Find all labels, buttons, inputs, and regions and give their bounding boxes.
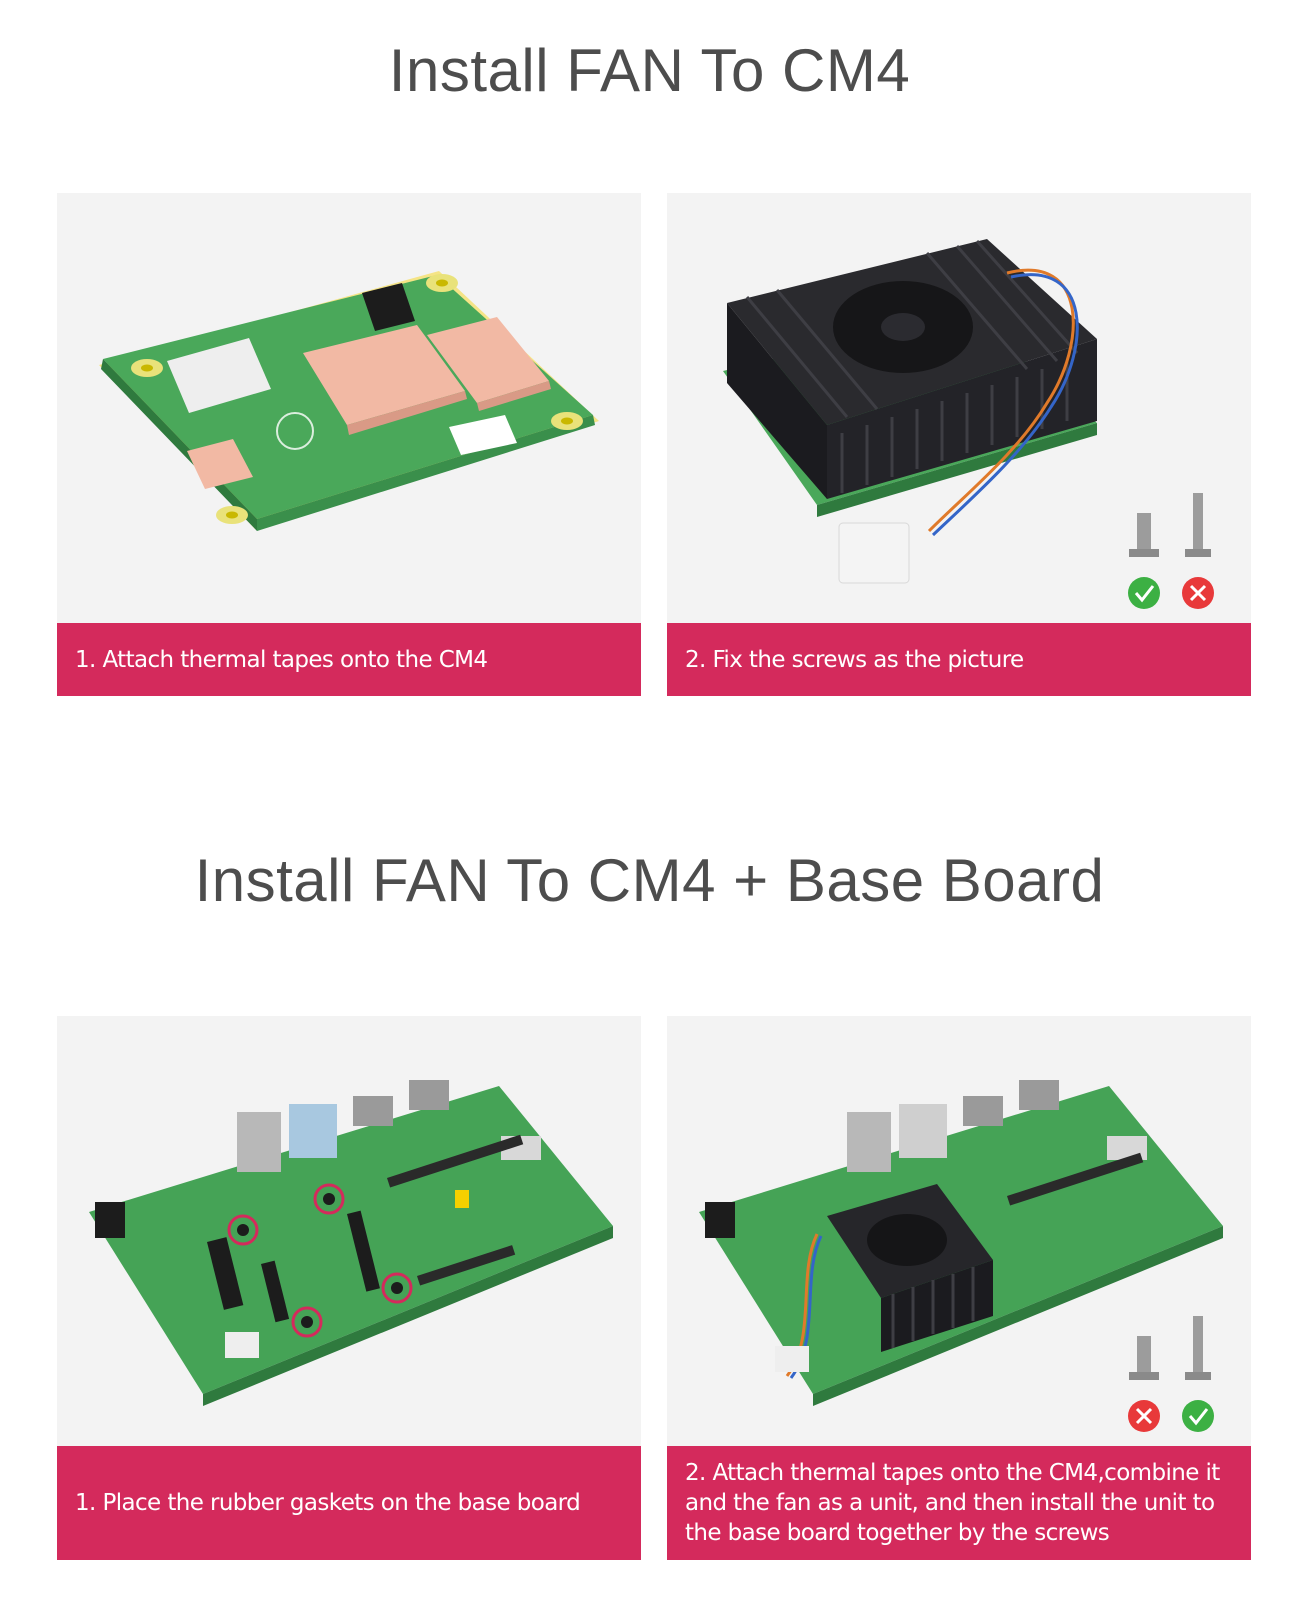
check-icon: [1182, 1400, 1214, 1432]
check-icon: [1128, 577, 1160, 609]
step-caption-text: 1. Place the rubber gaskets on the base …: [75, 1490, 581, 1516]
base-board-fan-illustration: [699, 1080, 1223, 1432]
base-board-illustration: [89, 1080, 613, 1406]
base-board-gaskets-photo: [57, 1016, 641, 1446]
step-caption-text: 1. Attach thermal tapes onto the CM4: [75, 646, 488, 673]
step-card-fix-screws: 2. Fix the screws as the picture: [667, 193, 1251, 696]
step-caption: 1. Place the rubber gaskets on the base …: [57, 1446, 641, 1560]
step-caption: 2. Fix the screws as the picture: [667, 623, 1251, 696]
fan-on-cm4-photo: [667, 193, 1251, 623]
step-caption: 2. Attach thermal tapes onto the CM4,com…: [667, 1446, 1251, 1560]
section-title-cm4-base-board: Install FAN To CM4 + Base Board: [194, 847, 1105, 914]
cm4-thermal-tapes-photo: [57, 193, 641, 623]
step-card-place-gaskets: 1. Place the rubber gaskets on the base …: [57, 1016, 641, 1560]
step-caption-text: 2. Fix the screws as the picture: [685, 646, 1024, 673]
step-card-attach-thermal-tapes: 1. Attach thermal tapes onto the CM4: [57, 193, 641, 696]
step-card-install-unit: 2. Attach thermal tapes onto the CM4,com…: [667, 1016, 1251, 1560]
step-caption: 1. Attach thermal tapes onto the CM4: [57, 623, 641, 696]
fan-heatsink-illustration: [723, 239, 1214, 609]
section-title-cm4: Install FAN To CM4: [388, 37, 911, 104]
step-caption-text: 2. Attach thermal tapes onto the CM4,com…: [685, 1460, 1220, 1546]
cm4-board-illustration: [99, 271, 599, 531]
base-board-fan-installed-photo: [667, 1016, 1251, 1446]
